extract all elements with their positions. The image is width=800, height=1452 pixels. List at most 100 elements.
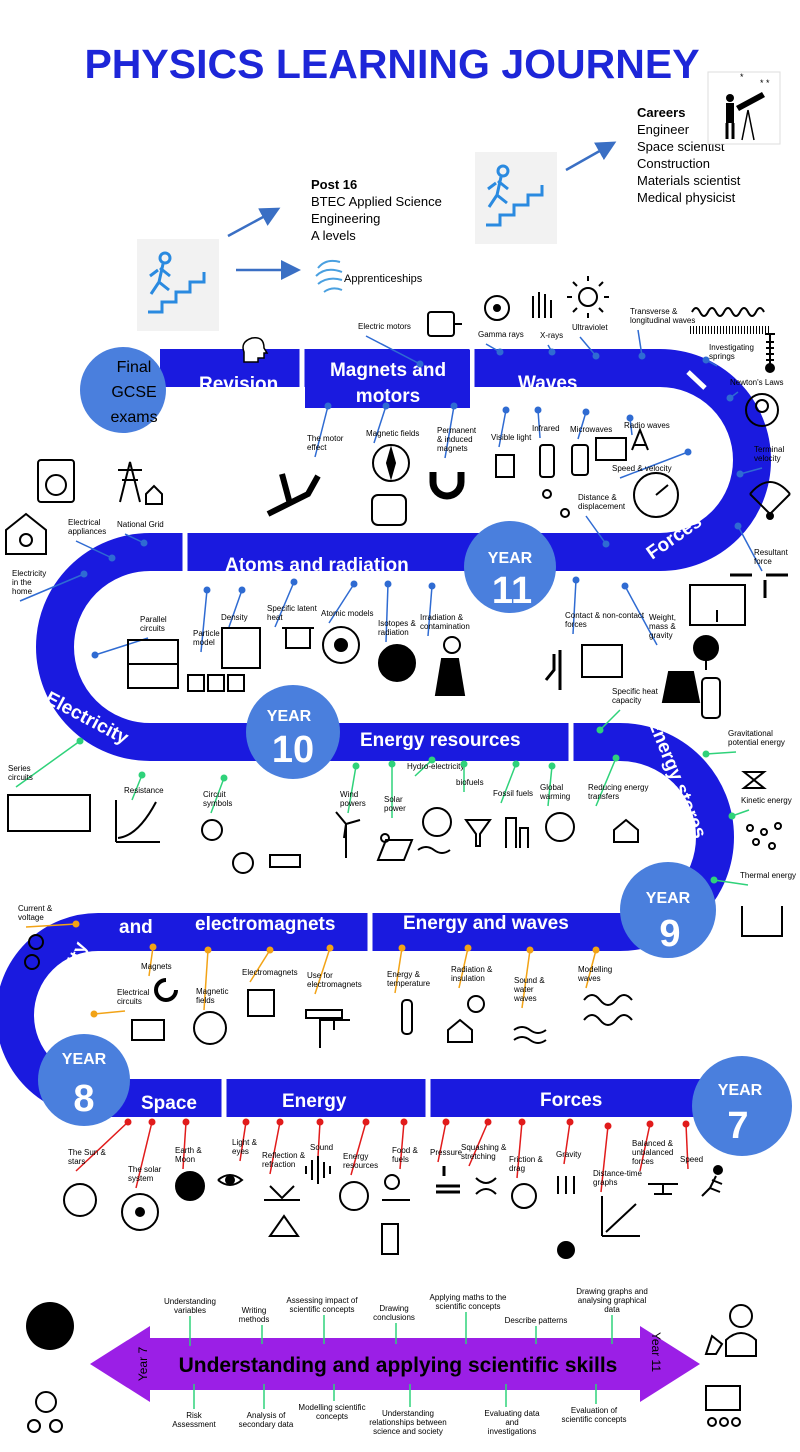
topic-label: Global xyxy=(540,783,563,792)
topic-connector xyxy=(15,740,81,788)
topic-label: potential energy xyxy=(728,738,785,747)
topic-label: contamination xyxy=(420,622,470,631)
topic-dot xyxy=(612,754,620,762)
topic-label: circuits xyxy=(140,624,165,633)
careers-block: Careers Engineer Space scientist Constru… xyxy=(637,105,741,205)
topic-dot xyxy=(534,406,542,414)
topic-y11-radio: Radio waves xyxy=(624,414,670,436)
train-icon xyxy=(305,1009,343,1019)
topic-label: Kinetic energy xyxy=(741,796,792,805)
topic-label: stretching xyxy=(461,1152,496,1161)
skill-label: Drawing xyxy=(379,1304,408,1313)
topic-label: X-rays xyxy=(540,331,563,340)
svg-text:Apprenticeships: Apprenticeships xyxy=(344,273,423,285)
topic-label: Gamma rays xyxy=(478,330,524,339)
topic-y11-density: Density xyxy=(221,586,248,628)
topic-dot xyxy=(384,580,392,588)
topic-y11-irradiation: Irradiation &contamination xyxy=(420,582,470,637)
topic-label: Fossil fuels xyxy=(493,789,533,798)
topic-connector xyxy=(228,589,243,628)
topic-label: circuits xyxy=(8,773,33,782)
topic-dot xyxy=(726,394,734,402)
topic-y11-transverse: Transverse &longitudinal waves xyxy=(630,307,695,360)
skill-label: Assessing impact of xyxy=(286,1296,358,1305)
remote-icon xyxy=(539,444,555,478)
prism-icon xyxy=(268,1214,300,1237)
topic-y11-speed: Speed & velocity xyxy=(612,448,692,479)
topic-dot xyxy=(290,578,298,586)
section-revision: Revision xyxy=(199,374,278,395)
topic-label: water xyxy=(513,985,534,994)
svg-text:BTEC Applied Science: BTEC Applied Science xyxy=(311,194,442,209)
topic-connector xyxy=(563,1121,571,1165)
sound-wave-icon xyxy=(305,1156,331,1184)
topic-dot xyxy=(72,920,80,928)
section-energy-7: Energy xyxy=(282,1091,347,1112)
topic-dot xyxy=(203,586,211,594)
topic-connector xyxy=(437,1121,447,1163)
topic-dot xyxy=(350,580,358,588)
topic-dot xyxy=(276,1118,284,1126)
svg-text:A levels: A levels xyxy=(311,228,356,243)
compass-icon xyxy=(372,444,410,482)
cooking-pot-icon xyxy=(282,627,314,649)
topic-dot xyxy=(400,1118,408,1126)
post16-block: Post 16 BTEC Applied Science Engineering… xyxy=(311,177,442,243)
topic-label: Ultraviolet xyxy=(572,323,608,332)
skill-label: analysing graphical xyxy=(578,1296,647,1305)
pictograms xyxy=(5,276,791,1259)
topic-y7-gravity: Gravity xyxy=(556,1118,581,1165)
spring-icon xyxy=(765,333,775,373)
skill-label: variables xyxy=(174,1306,206,1315)
topic-dot xyxy=(242,1118,250,1126)
section-magnets: Magnets and xyxy=(330,360,446,381)
year-7-badge: YEAR 7 xyxy=(692,1056,792,1156)
topic-connector xyxy=(619,451,689,479)
power-plant-icon xyxy=(434,636,466,696)
svg-text:* *: * * xyxy=(760,78,770,88)
speedometer-icon xyxy=(633,472,679,518)
reflection-icon xyxy=(264,1185,300,1201)
gpe-icon xyxy=(741,771,767,789)
skill-label: methods xyxy=(239,1315,270,1324)
year-8-badge: YEAR 8 xyxy=(38,1034,130,1126)
topic-label: Balanced & xyxy=(632,1139,674,1148)
topic-y8-temp: Energy &temperature xyxy=(387,944,431,994)
topic-y7-pressure: Pressure xyxy=(430,1118,463,1163)
pressure-icon xyxy=(436,1166,460,1194)
topic-connector xyxy=(347,765,357,814)
topic-label: Sound & xyxy=(514,976,545,985)
topic-dot xyxy=(316,1118,324,1126)
topic-dot xyxy=(566,1118,574,1126)
topic-connector xyxy=(385,583,389,643)
topic-label: fuels xyxy=(392,1155,409,1164)
topic-connector xyxy=(314,947,331,995)
topic-dot xyxy=(518,1118,526,1126)
topic-dot xyxy=(76,737,84,745)
topic-connector xyxy=(239,1121,247,1162)
topic-connector xyxy=(599,709,621,731)
topic-label: Resultant xyxy=(754,548,789,557)
topic-connector xyxy=(365,335,421,365)
topic-label: Distance & xyxy=(578,493,617,502)
topic-dot xyxy=(621,582,629,590)
topic-label: Radiation & xyxy=(451,965,493,974)
section-electromagnets: electromagnets xyxy=(195,914,335,935)
topic-dot xyxy=(682,1120,690,1128)
topic-connector xyxy=(93,1010,126,1015)
motor-icon xyxy=(427,311,462,337)
topic-connector xyxy=(639,1123,651,1172)
arrow xyxy=(227,207,281,238)
svg-text:*: * xyxy=(740,72,744,82)
year-10-badge: YEAR 10 xyxy=(246,685,340,779)
torch-icon xyxy=(495,454,515,478)
